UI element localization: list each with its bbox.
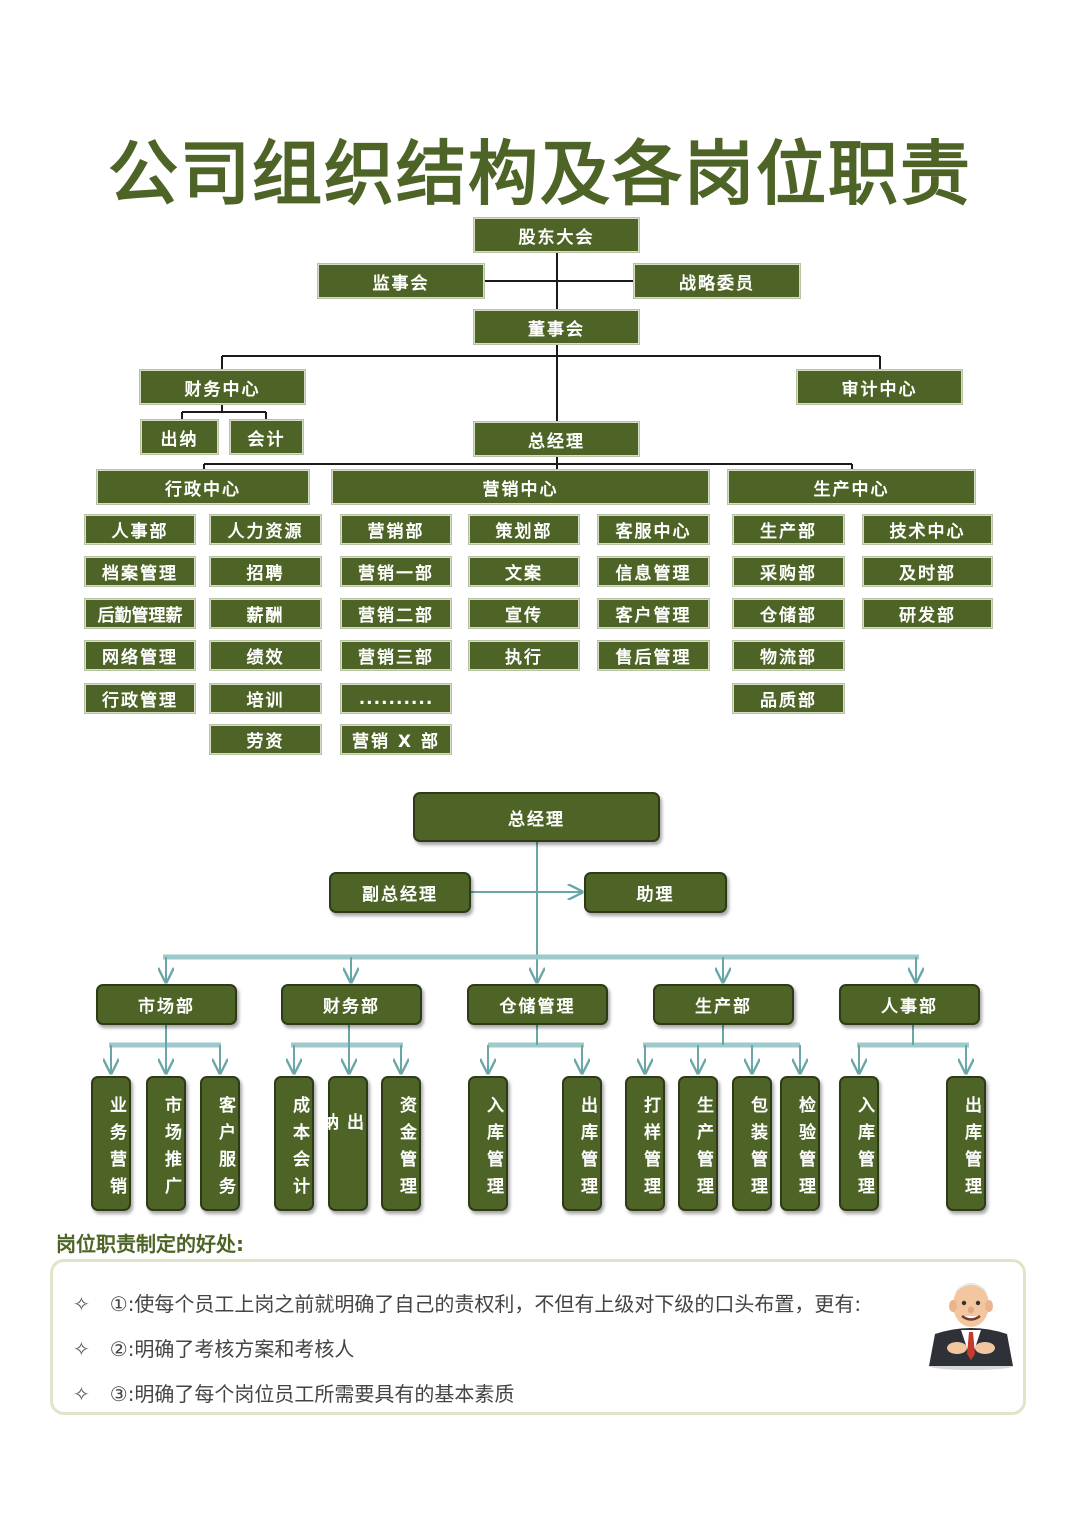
- node-logistics-dept: 物流部: [733, 641, 844, 670]
- leaf-packaging-mgmt: 包装管理: [732, 1076, 772, 1211]
- benefit-text: ③:明确了每个岗位员工所需要具有的基本素质: [109, 1382, 515, 1406]
- leaf-cashier: 出纳: [318, 1076, 368, 1211]
- leaf-hr-inbound-mgmt: 入库管理: [839, 1076, 879, 1211]
- node-human-resources: 人力资源: [210, 515, 321, 544]
- node-archive-mgmt: 档案管理: [85, 557, 195, 586]
- node2-production-dept: 生产部: [653, 984, 794, 1025]
- node-publicity: 宣传: [469, 599, 579, 628]
- node-rnd-dept: 研发部: [863, 599, 992, 628]
- node-network-mgmt: 网络管理: [85, 641, 195, 670]
- node-hr-dept: 人事部: [85, 515, 195, 544]
- leaf-inbound-mgmt: 入库管理: [468, 1076, 508, 1211]
- node-performance: 绩效: [210, 641, 321, 670]
- leaf-outbound-mgmt: 出库管理: [562, 1076, 602, 1211]
- node-tech-center: 技术中心: [863, 515, 992, 544]
- leaf-sampling-mgmt: 打样管理: [625, 1076, 665, 1211]
- node-marketing-dept: 营销部: [341, 515, 451, 544]
- node-marketing-dept-1: 营销一部: [341, 557, 451, 586]
- page-title: 公司组织结构及各岗位职责: [108, 133, 972, 215]
- node-copywriting: 文案: [469, 557, 579, 586]
- node-purchasing-dept: 采购部: [733, 557, 844, 586]
- node-compensation: 薪酬: [210, 599, 321, 628]
- node-execution: 执行: [469, 641, 579, 670]
- node-planning-dept: 策划部: [469, 515, 579, 544]
- node-warehouse-dept: 仓储部: [733, 599, 844, 628]
- leaf-market-promotion: 市场推广: [146, 1076, 186, 1211]
- benefit-item: ✧ ①:使每个员工上岗之前就明确了自己的责权利，不但有上级对下级的口头布置，更有:: [73, 1288, 925, 1317]
- node-logistics-mgmt: 后勤管理薪: [85, 599, 195, 628]
- benefit-text: ②:明确了考核方案和考核人: [109, 1337, 355, 1361]
- org-chart-1-connectors: [181, 252, 881, 470]
- node-admin-mgmt: 行政管理: [85, 684, 195, 713]
- node-training: 培训: [210, 684, 321, 713]
- bullet-star-icon: ✧: [73, 1292, 90, 1316]
- node-marketing-center: 营销中心: [332, 470, 709, 504]
- node-marketing-dept-x: 营销 X 部: [341, 725, 451, 754]
- leaf-cost-accounting: 成本会计: [274, 1076, 314, 1211]
- node-info-mgmt: 信息管理: [598, 557, 709, 586]
- node-audit-center: 审计中心: [797, 370, 962, 404]
- leaf-business-marketing: 业务营销: [91, 1076, 131, 1211]
- leaf-customer-service: 客户服务: [200, 1076, 240, 1211]
- leaf-production-mgmt: 生产管理: [678, 1076, 718, 1211]
- node-timely-dept: 及时部: [863, 557, 992, 586]
- benefit-item: ✧ ③:明确了每个岗位员工所需要具有的基本素质: [73, 1378, 925, 1407]
- node2-general-manager: 总经理: [413, 792, 660, 842]
- benefit-text: ①:使每个员工上岗之前就明确了自己的责权利，不但有上级对下级的口头布置，更有:: [109, 1292, 862, 1316]
- node-accounting: 会计: [230, 420, 303, 454]
- node-customer-service-center: 客服中心: [598, 515, 709, 544]
- node-strategy-committee: 战略委员: [634, 264, 800, 298]
- node-general-manager: 总经理: [474, 422, 639, 456]
- org-chart-2-connectors: [0, 842, 1080, 1230]
- node2-assistant: 助理: [584, 872, 727, 913]
- node-marketing-ellipsis: ..........: [341, 684, 451, 713]
- node-finance-center: 财务中心: [140, 370, 305, 404]
- node-production-center: 生产中心: [728, 470, 975, 504]
- node-supervisory-board: 监事会: [318, 264, 484, 298]
- node-marketing-dept-3: 营销三部: [341, 641, 451, 670]
- node-board-of-directors: 董事会: [474, 310, 639, 344]
- benefits-panel: ✧ ①:使每个员工上岗之前就明确了自己的责权利，不但有上级对下级的口头布置，更有:…: [50, 1259, 1026, 1415]
- bullet-star-icon: ✧: [73, 1382, 90, 1406]
- node2-vice-general-manager: 副总经理: [329, 872, 471, 913]
- node-labor-wages: 劳资: [210, 725, 321, 754]
- node-quality-dept: 品质部: [733, 684, 844, 713]
- node-cashier: 出纳: [141, 420, 218, 454]
- bullet-star-icon: ✧: [73, 1337, 90, 1361]
- node2-market-dept: 市场部: [96, 984, 237, 1025]
- node2-hr-dept: 人事部: [839, 984, 980, 1025]
- node2-finance-dept: 财务部: [281, 984, 422, 1025]
- benefit-item: ✧ ②:明确了考核方案和考核人: [73, 1333, 925, 1362]
- leaf-fund-mgmt: 资金管理: [381, 1076, 421, 1211]
- node2-warehouse-mgmt: 仓储管理: [467, 984, 608, 1025]
- node-customer-mgmt: 客户管理: [598, 599, 709, 628]
- node-shareholders: 股东大会: [474, 218, 639, 252]
- leaf-hr-outbound-mgmt: 出库管理: [946, 1076, 986, 1211]
- node-marketing-dept-2: 营销二部: [341, 599, 451, 628]
- businessman-illustration: [929, 1283, 1013, 1370]
- node-admin-center: 行政中心: [97, 470, 309, 504]
- node-recruiting: 招聘: [210, 557, 321, 586]
- node-production-dept: 生产部: [733, 515, 844, 544]
- benefits-heading: 岗位职责制定的好处:: [56, 1232, 244, 1256]
- node-after-sales-mgmt: 售后管理: [598, 641, 709, 670]
- leaf-inspection-mgmt: 检验管理: [780, 1076, 820, 1211]
